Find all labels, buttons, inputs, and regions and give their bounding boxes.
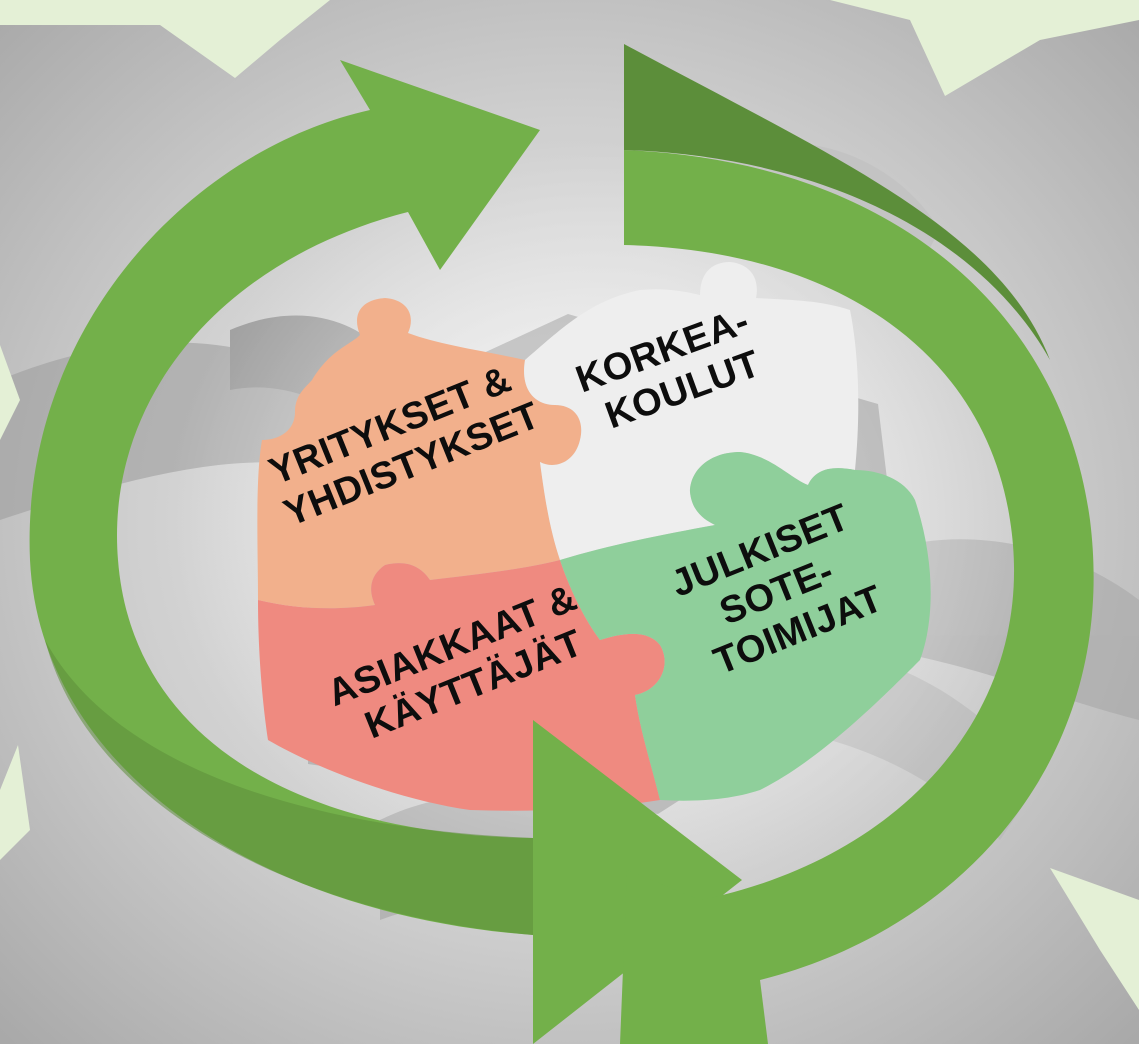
arrow-right [620,44,1094,1044]
arrow-right-shade [624,44,1050,360]
piece-korkeakoulut [524,262,859,560]
piece-julkiset [560,452,931,801]
puzzle [257,262,931,814]
callout-left-lower [0,745,30,860]
arrow-left-shade [45,640,533,935]
callout-left-mid [0,345,20,440]
piece-yritykset [257,298,582,609]
callout-bottom-right [1050,868,1139,1010]
callout-top-right [830,0,1139,96]
cycle-arrows [29,44,1094,1044]
callout-top-left [0,0,330,78]
